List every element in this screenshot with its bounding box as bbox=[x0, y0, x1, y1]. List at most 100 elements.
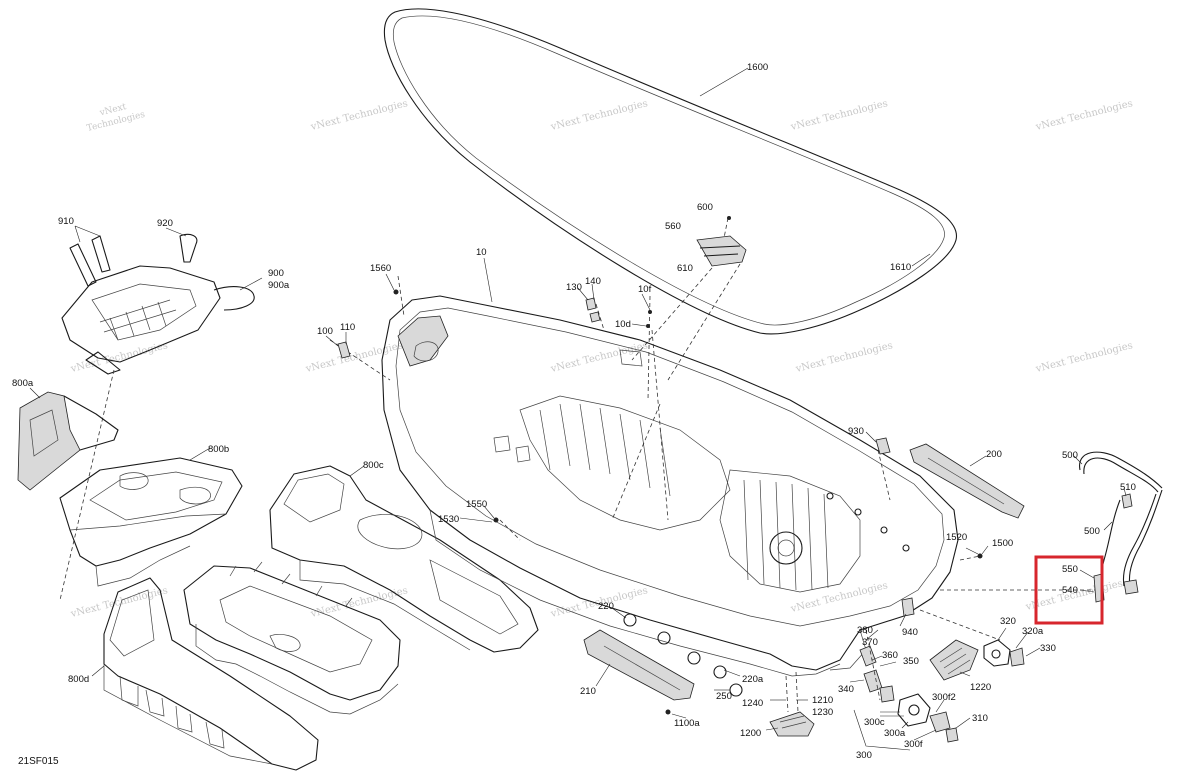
callout-1530[interactable]: 1530 bbox=[438, 514, 459, 525]
fastener-part-1500[interactable] bbox=[459, 505, 989, 559]
deck-seal-part-1600[interactable] bbox=[383, 8, 958, 335]
callout-1560[interactable]: 1560 bbox=[370, 263, 391, 274]
callout-1550[interactable]: 1550 bbox=[466, 499, 487, 510]
fastener-part-10f[interactable] bbox=[631, 293, 652, 328]
callout-350[interactable]: 350 bbox=[903, 656, 919, 667]
watermark: vNext Technologies bbox=[1034, 98, 1134, 133]
drain-plug-assembly-part-340[interactable] bbox=[849, 597, 915, 703]
callout-920[interactable]: 920 bbox=[157, 218, 173, 229]
cushion-part-middle[interactable] bbox=[183, 561, 401, 715]
callout-1600[interactable]: 1600 bbox=[747, 62, 768, 73]
clip-part-930[interactable] bbox=[865, 431, 891, 455]
callout-340[interactable]: 340 bbox=[838, 684, 854, 695]
callout-610[interactable]: 610 bbox=[677, 263, 693, 274]
callout-600[interactable]: 600 bbox=[697, 202, 713, 213]
callout-300f2[interactable]: 300f2 bbox=[932, 692, 956, 703]
cap-part-130[interactable] bbox=[577, 283, 601, 323]
callout-800c[interactable]: 800c bbox=[363, 460, 384, 471]
svg-text:vNext Technologies: vNext Technologies bbox=[1034, 98, 1134, 133]
callout-300[interactable]: 300 bbox=[856, 750, 872, 761]
callout-130[interactable]: 130 bbox=[566, 282, 582, 293]
storage-bin-part-900[interactable] bbox=[59, 225, 263, 601]
callout-250[interactable]: 250 bbox=[716, 691, 732, 702]
callout-550[interactable]: 550 bbox=[1062, 564, 1078, 575]
drain-icon bbox=[826, 492, 834, 500]
cushion-part-800a[interactable] bbox=[17, 387, 119, 491]
callout-930[interactable]: 930 bbox=[848, 426, 864, 437]
cushion-part-800c[interactable] bbox=[269, 465, 539, 653]
callout-900a[interactable]: 900a bbox=[268, 280, 290, 291]
callout-320[interactable]: 320 bbox=[1000, 616, 1016, 627]
callout-200[interactable]: 200 bbox=[986, 449, 1002, 460]
diagram-code: 21SF015 bbox=[18, 756, 59, 767]
callout-110[interactable]: 110 bbox=[340, 322, 355, 333]
watermark: vNext Technologies bbox=[309, 98, 409, 133]
watermark: vNext Technologies bbox=[549, 98, 649, 133]
drain-icon bbox=[854, 508, 862, 516]
pump-icon bbox=[769, 531, 803, 565]
callout-300f[interactable]: 300f bbox=[904, 739, 923, 750]
callout-1200[interactable]: 1200 bbox=[740, 728, 761, 739]
callout-560[interactable]: 560 bbox=[665, 221, 681, 232]
callout-210[interactable]: 210 bbox=[580, 686, 596, 697]
callout-220[interactable]: 220 bbox=[598, 601, 614, 612]
callout-layer: 1600 1610 600 560 610 910 920 900 900a 1… bbox=[12, 62, 1136, 761]
fastener-part-1560[interactable] bbox=[385, 273, 399, 295]
callout-900[interactable]: 900 bbox=[268, 268, 284, 279]
callout-300c[interactable]: 300c bbox=[864, 717, 885, 728]
callout-500a[interactable]: 500 bbox=[1062, 450, 1078, 461]
callout-220a[interactable]: 220a bbox=[742, 674, 764, 685]
callout-500b[interactable]: 500 bbox=[1084, 526, 1100, 537]
watermark: vNext Technologies bbox=[789, 98, 889, 133]
callout-1240[interactable]: 1240 bbox=[742, 698, 763, 709]
rub-rail-part-200[interactable] bbox=[909, 443, 1025, 519]
callout-1500[interactable]: 1500 bbox=[992, 538, 1013, 549]
sensor-part-100[interactable] bbox=[325, 332, 351, 359]
svg-text:vNext Technologies: vNext Technologies bbox=[304, 340, 404, 375]
nozzle-assembly-part-300[interactable] bbox=[853, 693, 971, 751]
watermark: vNext Technologies bbox=[86, 102, 147, 134]
callout-510[interactable]: 510 bbox=[1120, 482, 1136, 493]
callout-360[interactable]: 360 bbox=[882, 650, 898, 661]
callout-140[interactable]: 140 bbox=[585, 276, 601, 287]
callout-1220[interactable]: 1220 bbox=[970, 682, 991, 693]
callout-100[interactable]: 100 bbox=[317, 326, 333, 337]
callout-370[interactable]: 370 bbox=[862, 637, 878, 648]
callout-320a[interactable]: 320a bbox=[1022, 626, 1044, 637]
svg-text:vNext Technologies: vNext Technologies bbox=[549, 340, 649, 375]
callout-1520[interactable]: 1520 bbox=[946, 532, 967, 543]
callout-380[interactable]: 380 bbox=[857, 625, 873, 636]
svg-text:vNext Technologies: vNext Technologies bbox=[1034, 340, 1134, 375]
callout-910[interactable]: 910 bbox=[58, 216, 74, 227]
callout-1230[interactable]: 1230 bbox=[812, 707, 833, 718]
intake-grate-part-1220[interactable] bbox=[929, 639, 979, 681]
fitting-part-320[interactable] bbox=[983, 627, 1041, 667]
callout-1100a[interactable]: 1100a bbox=[674, 718, 700, 729]
vent-part-560[interactable] bbox=[631, 216, 747, 381]
bumper-part-220[interactable] bbox=[611, 607, 743, 697]
hull-part-10[interactable] bbox=[329, 257, 1100, 677]
callout-330[interactable]: 330 bbox=[1040, 643, 1056, 654]
watermark: vNext Technologies bbox=[304, 340, 404, 375]
callout-1610[interactable]: 1610 bbox=[890, 262, 911, 273]
callout-800d[interactable]: 800d bbox=[68, 674, 89, 685]
ride-plate-part-1200[interactable] bbox=[765, 671, 815, 737]
callout-10d[interactable]: 10d bbox=[615, 319, 631, 330]
svg-text:vNext Technologies: vNext Technologies bbox=[789, 98, 889, 133]
watermark-layer: vNext Technologies vNext Technologies vN… bbox=[69, 98, 1134, 620]
callout-940[interactable]: 940 bbox=[902, 627, 918, 638]
callout-10[interactable]: 10 bbox=[476, 247, 487, 258]
callout-300a[interactable]: 300a bbox=[884, 728, 906, 739]
callout-310[interactable]: 310 bbox=[972, 713, 988, 724]
callout-800a[interactable]: 800a bbox=[12, 378, 34, 389]
screw-part-1100a[interactable] bbox=[665, 709, 687, 719]
drain-icon bbox=[880, 526, 888, 534]
cushion-part-800d[interactable] bbox=[91, 577, 319, 771]
callout-1210[interactable]: 1210 bbox=[812, 695, 833, 706]
callout-800b[interactable]: 800b bbox=[208, 444, 229, 455]
callout-540[interactable]: 540 bbox=[1062, 585, 1078, 596]
callout-10f[interactable]: 10f bbox=[638, 284, 652, 295]
cushion-part-800b[interactable] bbox=[59, 447, 243, 587]
rub-rail-part-210[interactable] bbox=[583, 629, 695, 701]
